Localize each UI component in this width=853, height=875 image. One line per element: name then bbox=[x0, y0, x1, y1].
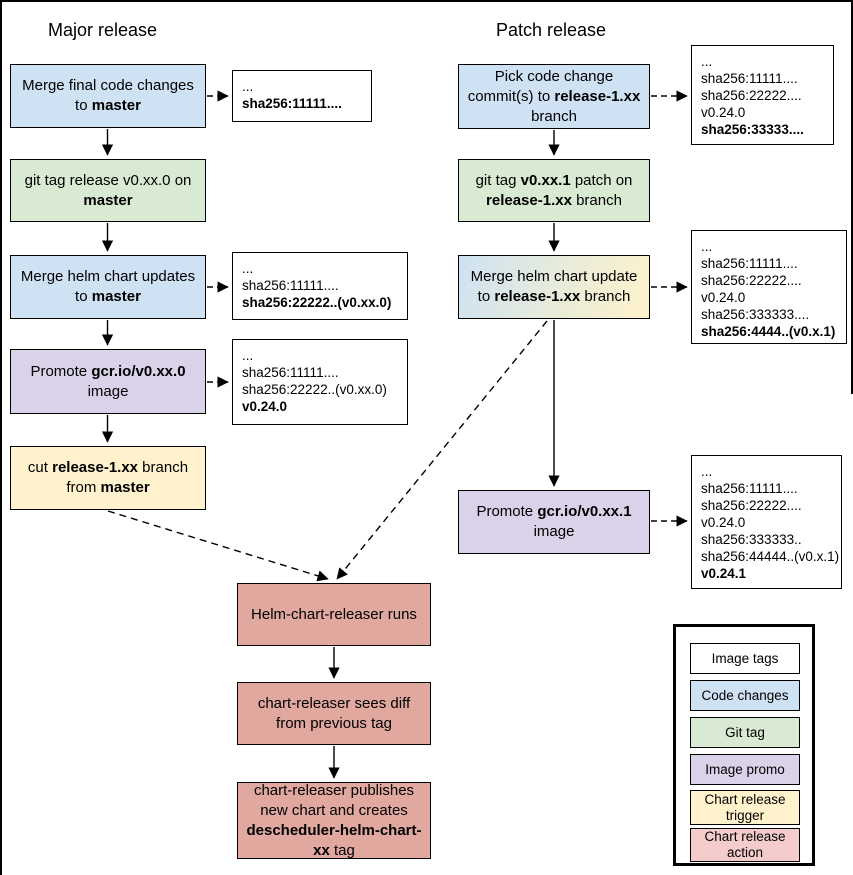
image-tag-line: ... bbox=[242, 79, 254, 94]
image-tag-line: ... bbox=[701, 464, 713, 479]
image-tag-line: sha256:22222.... bbox=[701, 88, 802, 103]
image-tag-line: v0.24.0 bbox=[701, 105, 746, 120]
flow-box-sees-diff: chart-releaser sees diff from previous t… bbox=[237, 682, 431, 745]
image-tag-line: sha256:44444..(v0.x.1) bbox=[701, 549, 840, 564]
patch-release-title: Patch release bbox=[496, 20, 607, 40]
frame-right-edge bbox=[851, 2, 853, 394]
legend-item-git-tag: Git tag bbox=[690, 717, 800, 748]
image-tag-line: sha256:22222.... bbox=[701, 273, 802, 288]
flow-box-promote-patch-image: Promote gcr.io/v0.xx.1 image bbox=[458, 490, 650, 554]
image-tag-line: sha256:11111.... bbox=[701, 71, 798, 86]
image-tags-after-helm-merge: ... sha256:11111.... sha256:22222..(v0.xx.… bbox=[232, 252, 408, 320]
flow-box-git-tag-patch: git tag v0.xx.1 patch on release-1.xx br… bbox=[458, 159, 650, 222]
image-tags-after-promote-patch: ... sha256:11111.... sha256:22222.... v0.24… bbox=[691, 455, 842, 589]
legend-item-image-tags: Image tags bbox=[690, 643, 800, 674]
image-tag-line: sha256:11111.... bbox=[701, 256, 798, 271]
image-tag-line: sha256:333333.. bbox=[701, 532, 802, 547]
image-tag-line: ... bbox=[701, 239, 713, 254]
image-tag-line: sha256:11111.... bbox=[701, 481, 798, 496]
image-tag-line: sha256:333333.... bbox=[701, 307, 810, 322]
legend: Image tags Code changes Git tag Image pr… bbox=[673, 624, 815, 866]
image-tags-after-helm-merge-patch: ... sha256:11111.... sha256:22222.... v0.24… bbox=[691, 230, 847, 344]
image-tag-line: ... bbox=[242, 261, 254, 276]
flow-box-promote-major-image: Promote gcr.io/v0.xx.0 image bbox=[10, 349, 206, 414]
legend-item-image-promo: Image promo bbox=[690, 754, 800, 785]
image-tag-line: sha256:33333.... bbox=[701, 122, 804, 137]
image-tag-line: v0.24.0 bbox=[701, 515, 746, 530]
image-tags-after-promote: ... sha256:11111.... sha256:22222..(v0.xx.… bbox=[232, 339, 408, 425]
image-tags-after-code-merge: ... sha256:11111.... bbox=[232, 70, 372, 122]
flow-box-merge-helm-update-patch: Merge helm chart update to release-1.xx … bbox=[458, 255, 650, 319]
image-tag-line: v0.24.1 bbox=[701, 566, 747, 581]
flow-box-git-tag-release: git tag release v0.xx.0 on master bbox=[10, 159, 206, 222]
image-tag-line: ... bbox=[242, 348, 254, 363]
flow-box-releaser-runs: Helm-chart-releaser runs bbox=[237, 583, 431, 646]
legend-item-code-changes: Code changes bbox=[690, 680, 800, 711]
image-tag-line: v0.24.0 bbox=[701, 290, 746, 305]
image-tag-line: sha256:11111.... bbox=[242, 278, 339, 293]
image-tag-line: sha256:22222..(v0.xx.0) bbox=[242, 295, 392, 310]
image-tag-line: sha256:11111.... bbox=[242, 96, 342, 111]
image-tags-after-pick: ... sha256:11111.... sha256:22222.... v0.24… bbox=[691, 45, 834, 145]
image-tag-line: sha256:22222..(v0.xx.0) bbox=[242, 382, 387, 397]
image-tag-line: sha256:22222.... bbox=[701, 498, 802, 513]
legend-item-chart-release-trigger: Chart release trigger bbox=[690, 790, 800, 825]
image-tag-line: sha256:4444..(v0.x.1) bbox=[701, 324, 836, 339]
image-tag-line: sha256:11111.... bbox=[242, 365, 339, 380]
legend-item-chart-release-action: Chart release action bbox=[690, 828, 800, 862]
flow-box-publishes-chart: chart-releaser publishes new chart and c… bbox=[237, 782, 431, 859]
flow-box-merge-final-code: Merge final code changes to master bbox=[10, 64, 206, 128]
major-release-title: Major release bbox=[48, 20, 158, 40]
flow-box-pick-commits: Pick code change commit(s) to release-1.… bbox=[458, 64, 650, 129]
flow-box-merge-helm-updates: Merge helm chart updates to master bbox=[10, 255, 206, 319]
image-tag-line: ... bbox=[701, 54, 713, 69]
image-tag-line: v0.24.0 bbox=[242, 399, 288, 414]
flow-box-cut-release-branch: cut release-1.xx branch from master bbox=[10, 446, 206, 510]
